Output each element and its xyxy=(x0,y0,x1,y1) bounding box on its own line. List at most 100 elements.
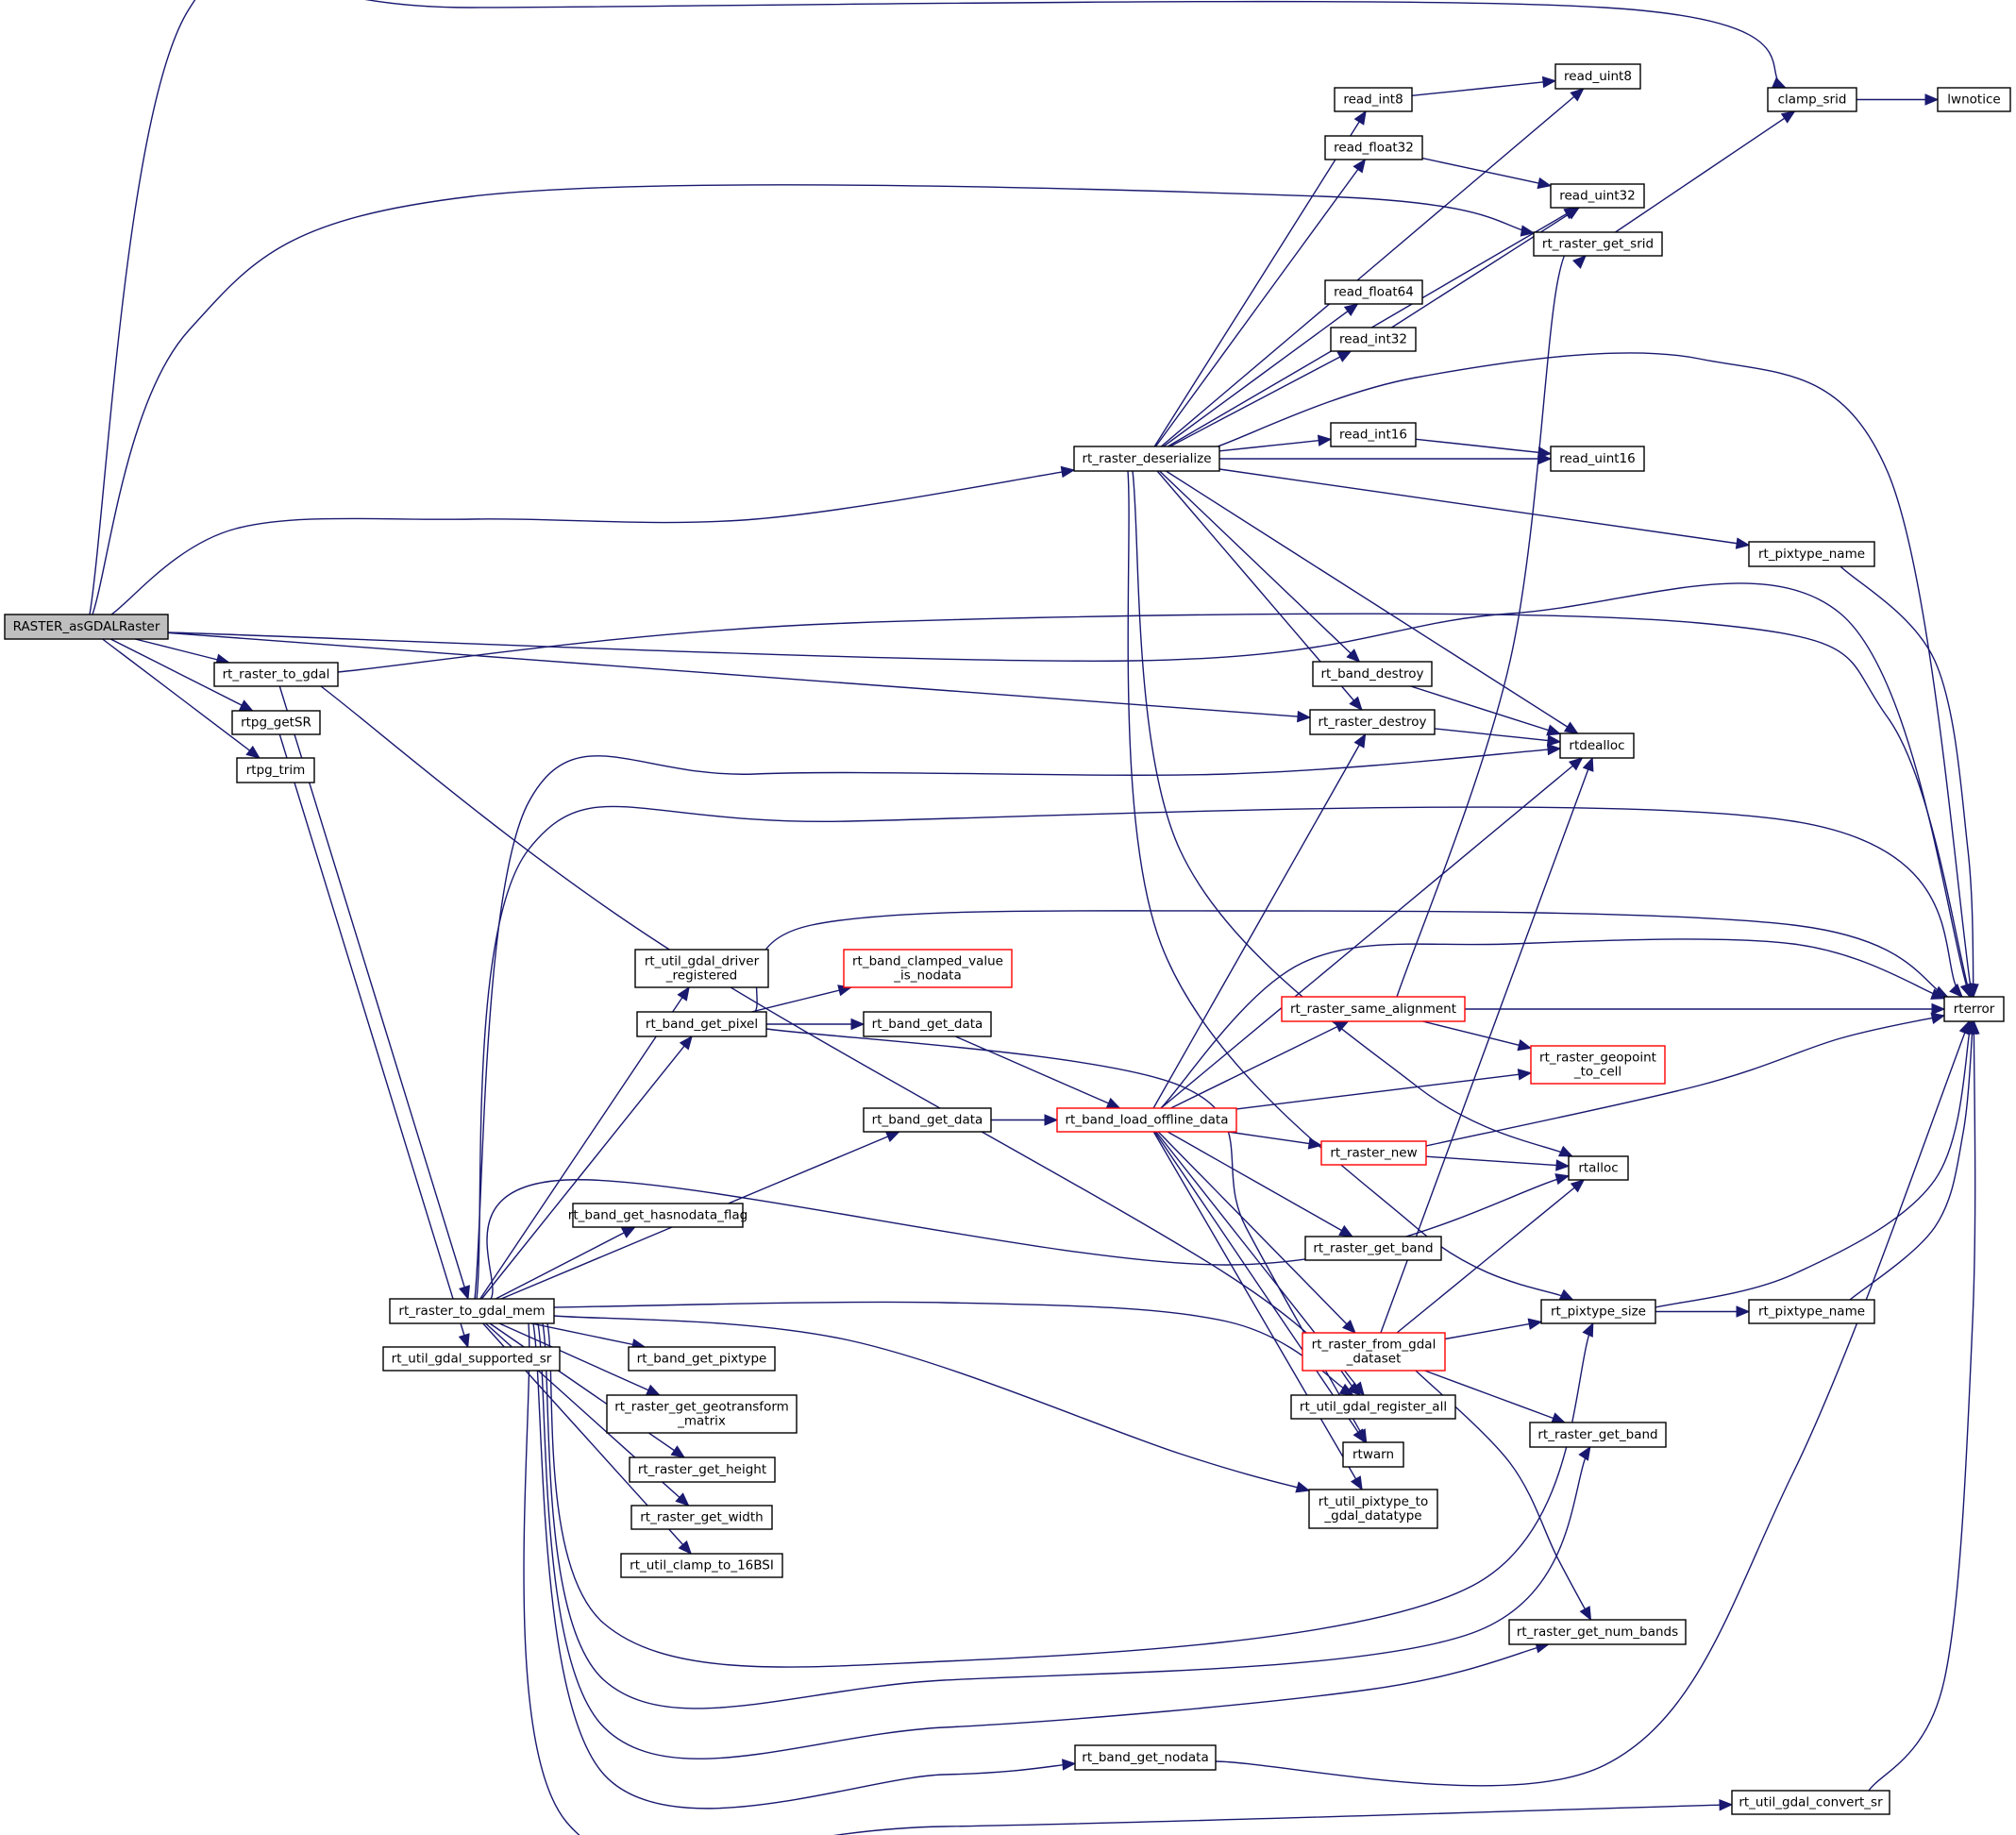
node-box[interactable] xyxy=(1324,135,1423,160)
node-box[interactable] xyxy=(863,1107,992,1133)
node-rt-raster-from-gdal-dataset[interactable]: rt_raster_from_gdal_dataset xyxy=(1302,1332,1446,1372)
node-box[interactable] xyxy=(389,1298,555,1324)
node-box[interactable] xyxy=(1748,1299,1875,1324)
node-read-float64[interactable]: read_float64 xyxy=(1324,279,1423,305)
node-box[interactable] xyxy=(1334,87,1413,112)
node-box[interactable] xyxy=(1309,709,1436,735)
node-box[interactable] xyxy=(1533,231,1663,257)
node-rt-util-gdal-driver-registered[interactable]: rt_util_gdal_driver_registered xyxy=(634,949,769,988)
node-rt-band-get-pixtype[interactable]: rt_band_get_pixtype xyxy=(628,1346,776,1372)
node-box[interactable] xyxy=(628,1346,776,1372)
node-rt-raster-get-num-bands[interactable]: rt_raster_get_num_bands xyxy=(1508,1619,1687,1645)
node-rt-util-clamp-to-16bsi[interactable]: rt_util_clamp_to_16BSI xyxy=(620,1553,783,1578)
node-box[interactable] xyxy=(1530,1045,1666,1085)
node-box[interactable] xyxy=(236,757,315,783)
node-lwnotice[interactable]: lwnotice xyxy=(1937,87,2011,112)
node-raster-asgdalraster[interactable]: RASTER_asGDALRaster xyxy=(4,614,169,640)
node-box[interactable] xyxy=(1550,183,1645,209)
node-read-int16[interactable]: read_int16 xyxy=(1330,422,1417,447)
node-rt-raster-get-height[interactable]: rt_raster_get_height xyxy=(629,1456,776,1483)
node-box[interactable] xyxy=(1767,87,1857,112)
node-rt-band-clamped-value-is-nodata[interactable]: rt_band_clamped_value_is_nodata xyxy=(843,949,1013,988)
node-rt-raster-same-alignment[interactable]: rt_raster_same_alignment xyxy=(1281,996,1466,1022)
node-rtalloc[interactable]: rtalloc xyxy=(1568,1155,1629,1181)
node-read-uint32[interactable]: read_uint32 xyxy=(1550,183,1645,209)
node-rt-raster-new[interactable]: rt_raster_new xyxy=(1320,1140,1427,1166)
node-box[interactable] xyxy=(1937,87,2011,112)
node-read-uint16[interactable]: read_uint16 xyxy=(1550,446,1645,472)
node-box[interactable] xyxy=(382,1346,561,1372)
node-box[interactable] xyxy=(629,1456,776,1483)
node-box[interactable] xyxy=(1731,1790,1890,1815)
node-rt-band-get-hasnodata-flag[interactable]: rt_band_get_hasnodata_flag xyxy=(568,1203,748,1228)
node-box[interactable] xyxy=(1324,279,1423,305)
node-rt-band-get-data-a[interactable]: rt_band_get_data xyxy=(863,1011,992,1037)
node-box[interactable] xyxy=(636,1011,767,1037)
node-read-float32[interactable]: read_float32 xyxy=(1324,135,1423,160)
node-rt-band-destroy[interactable]: rt_band_destroy xyxy=(1312,661,1433,687)
node-rterror[interactable]: rterror xyxy=(1943,996,2005,1022)
node-box[interactable] xyxy=(1568,1155,1629,1181)
node-box[interactable] xyxy=(1320,1140,1427,1166)
node-box[interactable] xyxy=(630,1505,773,1530)
node-box[interactable] xyxy=(1056,1107,1237,1133)
node-box[interactable] xyxy=(1559,732,1635,759)
node-box[interactable] xyxy=(1290,1394,1456,1420)
node-box[interactable] xyxy=(1330,327,1417,352)
node-box[interactable] xyxy=(1073,446,1220,472)
node-box[interactable] xyxy=(1529,1422,1667,1448)
node-rt-raster-geopoint-to-cell[interactable]: rt_raster_geopoint_to_cell xyxy=(1530,1045,1666,1085)
node-rt-util-gdal-supported-sr[interactable]: rt_util_gdal_supported_sr xyxy=(382,1346,561,1372)
node-rtdealloc[interactable]: rtdealloc xyxy=(1559,732,1635,759)
node-rt-raster-get-geotransform-matrix[interactable]: rt_raster_get_geotransform_matrix xyxy=(606,1394,798,1434)
node-rt-raster-get-band-a[interactable]: rt_raster_get_band xyxy=(1304,1236,1442,1261)
node-box[interactable] xyxy=(1554,63,1641,90)
node-box[interactable] xyxy=(231,710,321,735)
node-rt-band-get-data-b[interactable]: rt_band_get_data xyxy=(863,1107,992,1133)
node-read-uint8[interactable]: read_uint8 xyxy=(1554,63,1641,90)
node-box[interactable] xyxy=(1508,1619,1687,1645)
node-box[interactable] xyxy=(1312,661,1433,687)
node-box[interactable] xyxy=(1550,446,1645,472)
node-box[interactable] xyxy=(1308,1489,1438,1529)
node-rt-util-pixtype-to-gdal-datatype[interactable]: rt_util_pixtype_to_gdal_datatype xyxy=(1308,1489,1438,1529)
node-box[interactable] xyxy=(1943,996,2005,1022)
node-rtwarn[interactable]: rtwarn xyxy=(1342,1441,1404,1468)
node-box[interactable] xyxy=(572,1203,744,1228)
node-rt-raster-to-gdal-mem[interactable]: rt_raster_to_gdal_mem xyxy=(389,1298,555,1324)
node-box[interactable] xyxy=(1304,1236,1442,1261)
node-read-int8[interactable]: read_int8 xyxy=(1334,87,1413,112)
node-box[interactable] xyxy=(620,1553,783,1578)
node-rt-band-get-nodata[interactable]: rt_band_get_nodata xyxy=(1074,1744,1217,1771)
node-rt-raster-get-width[interactable]: rt_raster_get_width xyxy=(630,1505,773,1530)
node-rt-raster-deserialize[interactable]: rt_raster_deserialize xyxy=(1073,446,1220,472)
node-box[interactable] xyxy=(1281,996,1466,1022)
node-box[interactable] xyxy=(863,1011,992,1037)
node-box[interactable] xyxy=(634,949,769,988)
node-box[interactable] xyxy=(1540,1299,1656,1324)
node-rt-raster-destroy[interactable]: rt_raster_destroy xyxy=(1309,709,1436,735)
node-rt-pixtype-name-bottom[interactable]: rt_pixtype_name xyxy=(1748,1299,1875,1324)
node-box[interactable] xyxy=(4,614,169,640)
node-rt-util-gdal-register-all[interactable]: rt_util_gdal_register_all xyxy=(1290,1394,1456,1420)
node-clamp-srid[interactable]: clamp_srid xyxy=(1767,87,1857,112)
node-rt-band-get-pixel[interactable]: rt_band_get_pixel xyxy=(636,1011,767,1037)
node-box[interactable] xyxy=(1342,1441,1404,1468)
node-rt-raster-get-band-b[interactable]: rt_raster_get_band xyxy=(1529,1422,1667,1448)
node-box[interactable] xyxy=(213,662,339,687)
node-rt-band-load-offline-data[interactable]: rt_band_load_offline_data xyxy=(1056,1107,1237,1133)
node-rtpg-getsr[interactable]: rtpg_getSR xyxy=(231,710,321,735)
node-box[interactable] xyxy=(1074,1744,1217,1771)
node-box[interactable] xyxy=(1330,422,1417,447)
node-rt-pixtype-size[interactable]: rt_pixtype_size xyxy=(1540,1299,1656,1324)
node-box[interactable] xyxy=(1302,1332,1446,1372)
node-rt-pixtype-name-top[interactable]: rt_pixtype_name xyxy=(1748,541,1875,567)
node-box[interactable] xyxy=(843,949,1013,988)
node-box[interactable] xyxy=(1748,541,1875,567)
node-rt-util-gdal-convert-sr[interactable]: rt_util_gdal_convert_sr xyxy=(1731,1790,1890,1815)
node-rt-raster-get-srid[interactable]: rt_raster_get_srid xyxy=(1533,231,1663,257)
node-read-int32[interactable]: read_int32 xyxy=(1330,327,1417,352)
node-box[interactable] xyxy=(606,1394,798,1434)
node-rt-raster-to-gdal[interactable]: rt_raster_to_gdal xyxy=(213,662,339,687)
node-rtpg-trim[interactable]: rtpg_trim xyxy=(236,757,315,783)
